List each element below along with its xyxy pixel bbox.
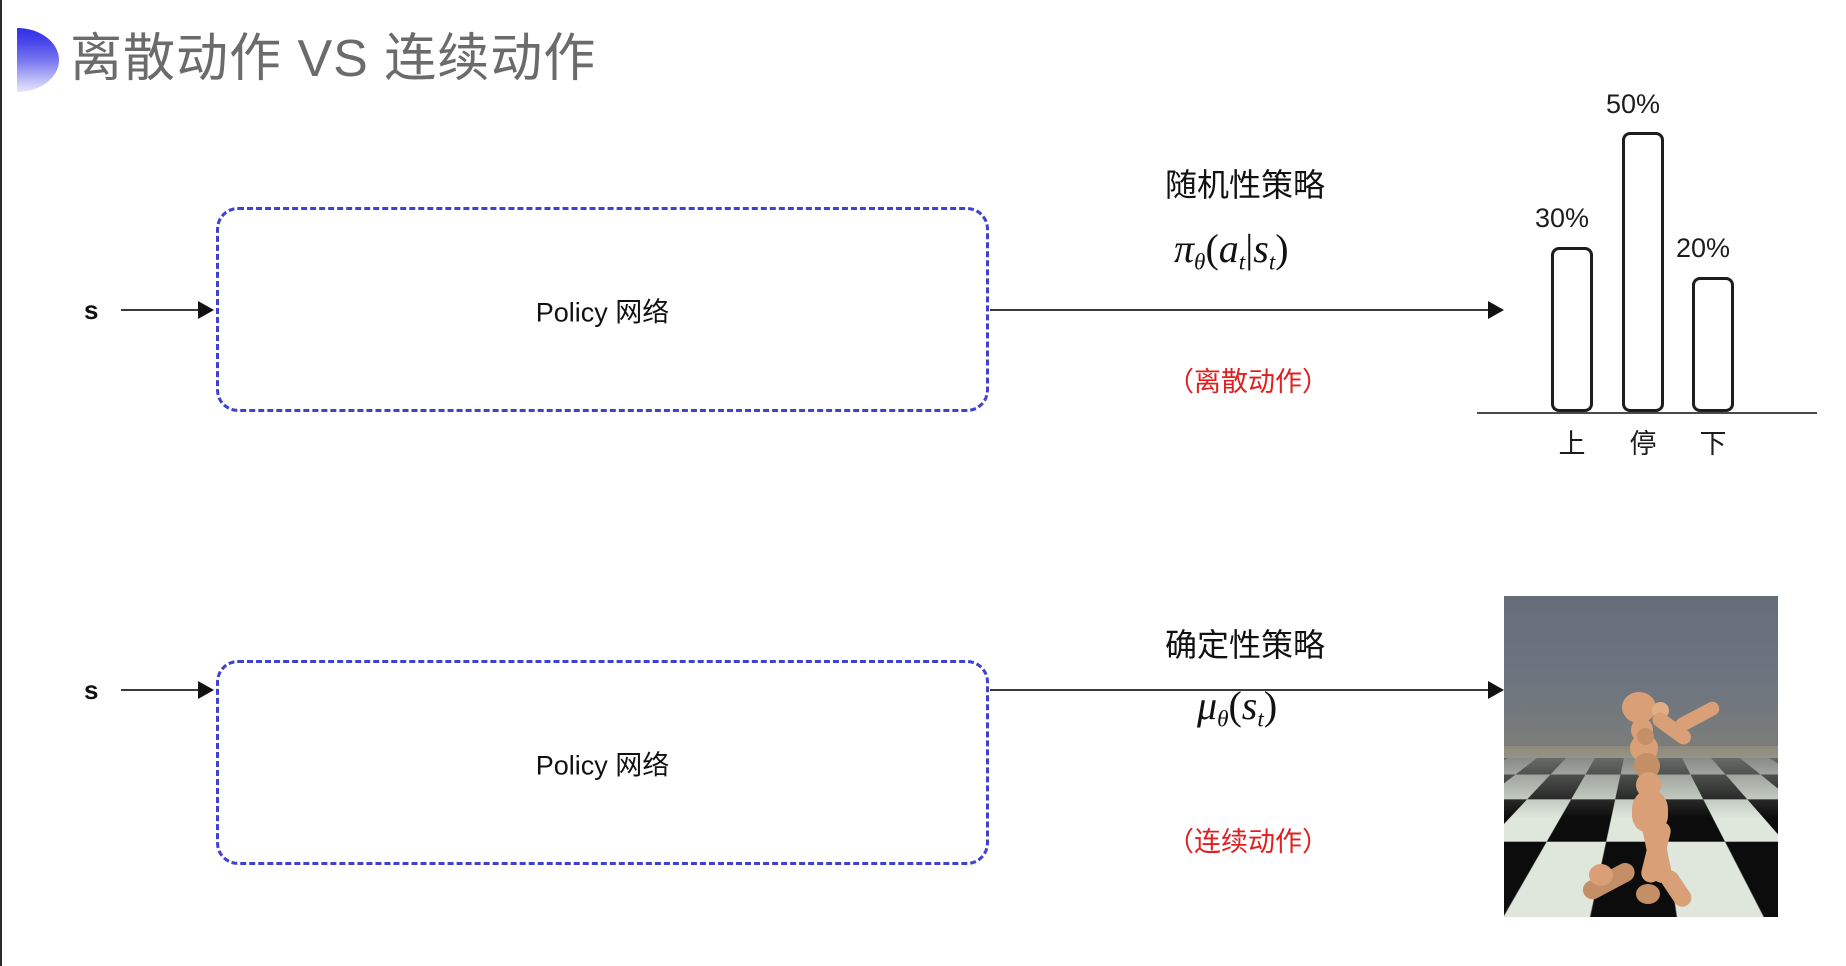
output-arrow-line-discrete <box>990 309 1492 311</box>
humanoid-knee-down <box>1589 864 1613 886</box>
action-probability-bar-chart: 30% 上 50% 停 20% 下 <box>1472 89 1817 459</box>
formula-arg2-sub: t <box>1268 249 1276 276</box>
policy-network-label-continuous: Policy 网络 <box>535 750 670 780</box>
formula-arg1-sub: t <box>1238 249 1246 276</box>
formula-arg1: s <box>1241 683 1258 728</box>
formula-fn: π <box>1174 226 1195 271</box>
bar-item <box>1551 247 1593 412</box>
policy-formula-discrete: πθ(at|st) <box>1174 225 1289 276</box>
action-type-continuous: （连续动作） <box>1167 827 1329 857</box>
chart-baseline <box>1477 412 1817 414</box>
formula-close-paren: ) <box>1275 226 1289 271</box>
page-title: 离散动作 VS 连续动作 <box>70 30 597 88</box>
policy-kind-discrete: 随机性策略 <box>1165 167 1326 203</box>
humanoid-head <box>1622 692 1656 723</box>
policy-network-label-discrete: Policy 网络 <box>535 297 670 327</box>
bar-value-label: 30% <box>1534 203 1590 233</box>
policy-formula-continuous: μθ(st) <box>1197 682 1277 733</box>
formula-fn: μ <box>1197 683 1218 728</box>
policy-network-box-continuous[interactable]: Policy 网络 <box>216 660 989 865</box>
bar-value-label: 20% <box>1675 233 1731 263</box>
title-bullet-icon <box>17 28 59 92</box>
policy-kind-continuous: 确定性策略 <box>1165 627 1326 663</box>
humanoid-simulation-image <box>1504 596 1778 917</box>
humanoid-foot <box>1636 884 1660 904</box>
bar-category-label: 上 <box>1558 429 1586 459</box>
arrow-right-icon <box>198 301 214 319</box>
bar-category-label: 下 <box>1699 429 1727 459</box>
arrow-right-icon <box>1488 681 1504 699</box>
input-state-label-continuous: s <box>84 675 99 705</box>
output-arrow-line-continuous <box>990 689 1492 691</box>
bar-category-label: 停 <box>1629 429 1657 459</box>
arrow-right-icon <box>198 681 214 699</box>
formula-arg2: s <box>1253 226 1269 271</box>
bar-value-label: 50% <box>1605 89 1661 119</box>
formula-open-paren: ( <box>1228 683 1242 728</box>
input-arrow-line-discrete <box>121 309 201 311</box>
action-type-discrete: （离散动作） <box>1167 367 1329 397</box>
formula-arg1: a <box>1218 226 1239 271</box>
formula-fn-sub: θ <box>1217 706 1229 733</box>
input-arrow-line-continuous <box>121 689 201 691</box>
input-state-label-discrete: s <box>84 295 99 325</box>
formula-arg1-sub: t <box>1257 706 1264 733</box>
bar-item <box>1622 132 1664 412</box>
humanoid-shoulder-far <box>1637 728 1654 745</box>
formula-close-paren: ) <box>1263 683 1278 728</box>
bar-item <box>1692 277 1734 412</box>
policy-network-box-discrete[interactable]: Policy 网络 <box>216 207 989 412</box>
formula-fn-sub: θ <box>1194 249 1206 276</box>
formula-open-paren: ( <box>1205 226 1219 271</box>
arrow-right-icon <box>1488 301 1504 319</box>
formula-separator: | <box>1245 226 1254 271</box>
